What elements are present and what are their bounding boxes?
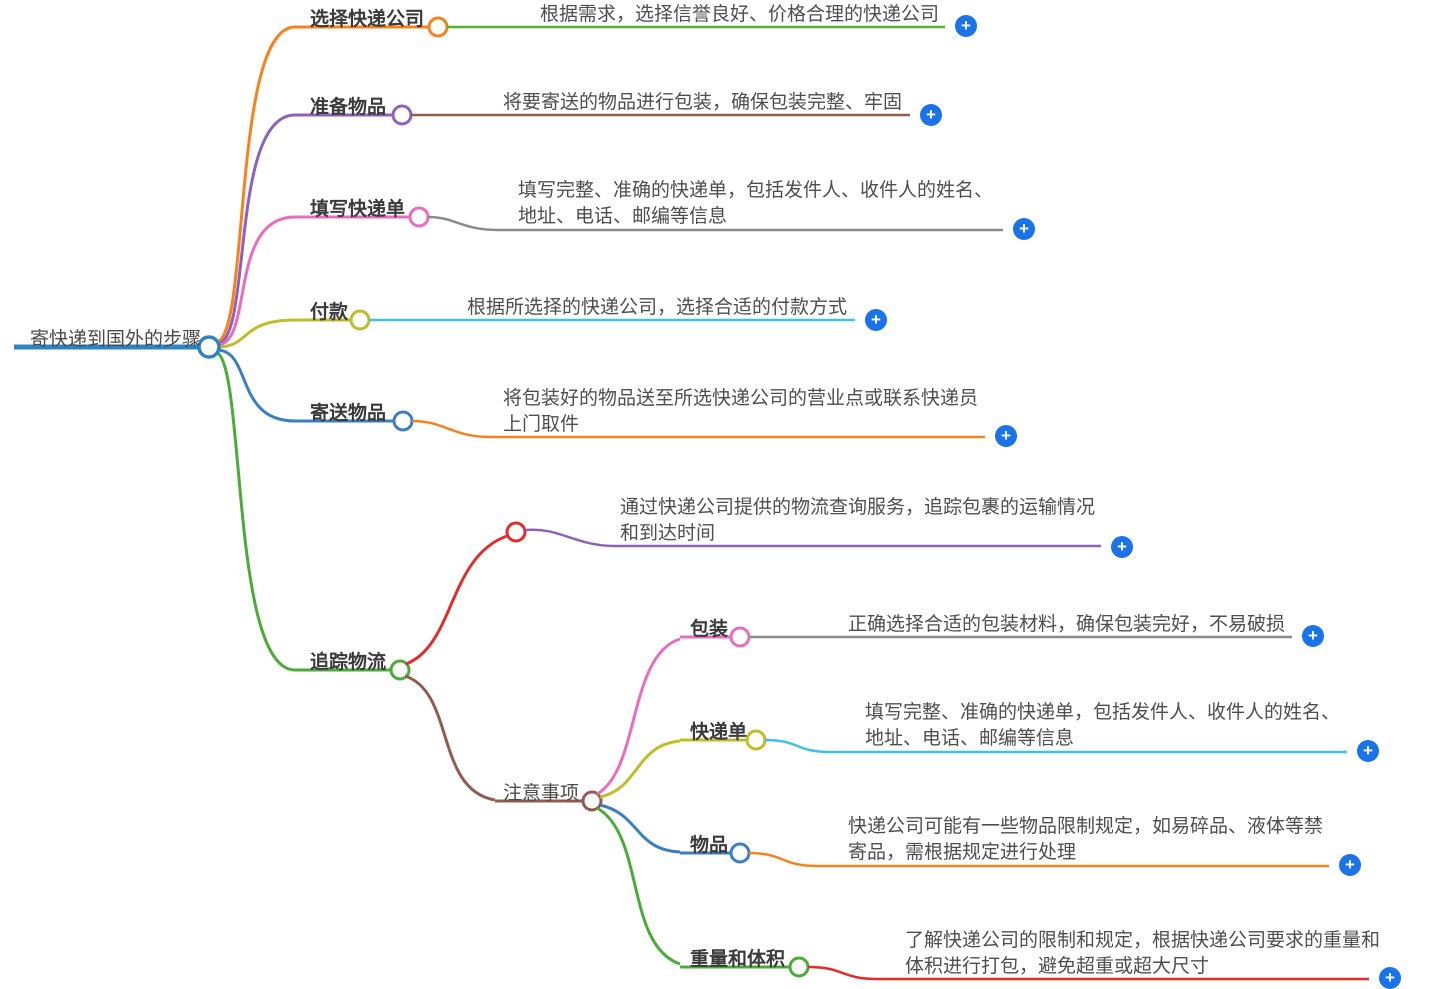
node-label-waybill[interactable]: 快递单	[690, 722, 748, 743]
node-desc-packaging[interactable]: 正确选择合适的包装材料，确保包装完好，不易破损	[848, 614, 1286, 635]
plus-icon: +	[1363, 740, 1373, 760]
node-handle[interactable]	[729, 626, 751, 648]
node-label-prepare-items[interactable]: 准备物品	[310, 97, 387, 118]
plus-icon: +	[1308, 625, 1318, 645]
plus-icon: +	[1019, 218, 1029, 238]
branch-connector-prepare-items	[217, 113, 296, 346]
add-node-button[interactable]: +	[1302, 625, 1324, 647]
add-node-button[interactable]: +	[1111, 536, 1133, 558]
node-desc-prepare-items[interactable]: 将要寄送的物品进行包装，确保包装完整、牢固	[503, 92, 903, 113]
plus-icon: +	[1117, 536, 1127, 556]
node-handle[interactable]	[408, 206, 430, 228]
plus-icon: +	[871, 309, 881, 329]
desc-underline	[524, 528, 1101, 548]
add-node-button[interactable]: +	[955, 15, 977, 37]
node-desc-weight-volume[interactable]: 了解快递公司的限制和规定，根据快递公司要求的重量和体积进行打包，避免超重或超大尺…	[905, 930, 1381, 977]
node-label-precautions[interactable]: 注意事项	[503, 783, 580, 804]
branch-connector-weight-volume	[596, 806, 681, 966]
desc-underline	[427, 215, 1003, 232]
node-handle[interactable]	[427, 16, 449, 38]
add-node-button[interactable]: +	[995, 425, 1017, 447]
add-node-button[interactable]: +	[1013, 218, 1035, 240]
node-handle[interactable]	[788, 956, 810, 978]
branch-connector-precautions	[404, 674, 496, 802]
add-node-button[interactable]: +	[1339, 854, 1361, 876]
branch-connector-choose-company	[216, 25, 296, 344]
node-label-pay[interactable]: 付款	[310, 302, 349, 323]
node-handle[interactable]	[391, 104, 413, 126]
node-handle[interactable]	[389, 659, 411, 681]
node-desc-items[interactable]: 快递公司可能有一些物品限制规定，如易碎品、液体等禁寄品，需根据规定进行处理	[848, 816, 1324, 863]
plus-icon: +	[1385, 967, 1395, 987]
plus-icon: +	[961, 15, 971, 35]
plus-icon: +	[926, 104, 936, 124]
node-desc-send-items[interactable]: 将包装好的物品送至所选快递公司的营业点或联系快递员上门取件	[503, 388, 979, 435]
branch-connector-fill-waybill	[217, 215, 296, 347]
node-handle[interactable]	[729, 842, 751, 864]
node-desc-fill-waybill[interactable]: 填写完整、准确的快递单，包括发件人、收件人的姓名、地址、电话、邮编等信息	[518, 180, 994, 227]
branch-connector-send-items	[217, 348, 296, 423]
node-label-packaging[interactable]: 包装	[690, 619, 729, 640]
node-handle[interactable]	[505, 521, 527, 543]
node-handle[interactable]	[581, 790, 603, 812]
node-label-fill-waybill[interactable]: 填写快递单	[310, 199, 406, 220]
branch-connector-track-logistics	[215, 350, 296, 672]
add-node-button[interactable]: +	[920, 104, 942, 126]
node-desc-waybill[interactable]: 填写完整、准确的快递单，包括发件人、收件人的姓名、地址、电话、邮编等信息	[865, 702, 1341, 749]
add-node-button[interactable]: +	[1379, 967, 1401, 989]
branch-connector-items	[599, 803, 681, 854]
node-label-items[interactable]: 物品	[690, 835, 729, 856]
branch-connector-pay	[217, 318, 296, 349]
node-desc-choose-company[interactable]: 根据需求，选择信誉良好、价格合理的快递公司	[540, 4, 940, 25]
branch-connector-packaging	[596, 637, 681, 796]
node-desc-pay[interactable]: 根据所选择的快递公司，选择合适的付款方式	[467, 297, 848, 318]
desc-underline	[807, 965, 1369, 981]
plus-icon: +	[1345, 854, 1355, 874]
branch-connector-tracking-info	[405, 534, 508, 666]
desc-underline	[764, 738, 1347, 754]
node-desc-tracking-info[interactable]: 通过快递公司提供的物流查询服务，追踪包裹的运输情况和到达时间	[620, 497, 1096, 544]
node-label-weight-volume[interactable]: 重量和体积	[690, 949, 786, 970]
root-node-handle[interactable]	[197, 335, 221, 359]
node-label-track-logistics[interactable]: 追踪物流	[310, 652, 387, 673]
node-handle[interactable]	[745, 729, 767, 751]
plus-icon: +	[1001, 425, 1011, 445]
desc-underline	[748, 851, 1329, 868]
node-label-choose-company[interactable]: 选择快递公司	[310, 9, 425, 30]
desc-underline	[411, 419, 985, 439]
node-handle[interactable]	[349, 309, 371, 331]
add-node-button[interactable]: +	[1357, 740, 1379, 762]
branch-connector-waybill	[599, 739, 681, 799]
node-handle[interactable]	[392, 410, 414, 432]
add-node-button[interactable]: +	[865, 309, 887, 331]
root-label[interactable]: 寄快递到国外的步骤	[30, 329, 202, 350]
node-label-send-items[interactable]: 寄送物品	[310, 403, 387, 424]
